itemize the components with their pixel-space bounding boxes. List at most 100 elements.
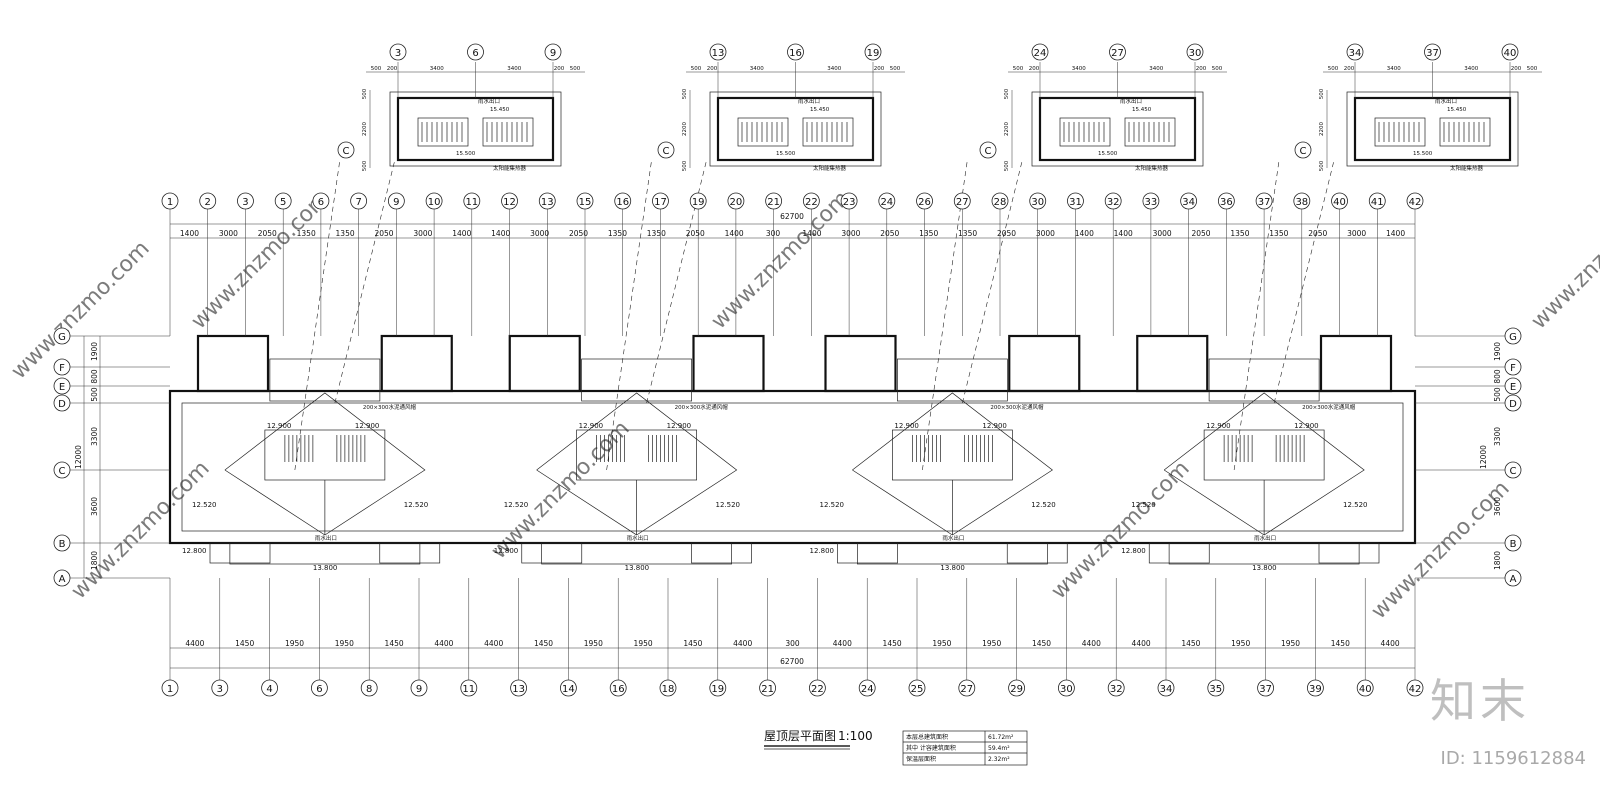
south-canopy: [541, 542, 732, 565]
detail-elev-2: 15.500: [456, 151, 476, 157]
axis-label-top: 15: [579, 197, 592, 208]
detail-axis-label: 24: [1034, 48, 1047, 59]
axis-bubble-bottom: [1307, 679, 1324, 697]
axis-label-top: 19: [692, 197, 705, 208]
detail-dim-text: 200: [1511, 66, 1522, 72]
detail-frame: [1353, 96, 1512, 162]
vent-note: 200×300水泥通风帽: [363, 403, 417, 411]
detail-axis-label: 6: [472, 48, 478, 59]
dim-text-top: 3000: [1347, 229, 1366, 238]
axis-bubble-bottom: [1356, 679, 1374, 697]
axis-label-bottom: 30: [1060, 684, 1073, 695]
leader-line: [334, 159, 396, 404]
axis-label-bottom: 37: [1259, 684, 1272, 695]
detail-dim-text: 3400: [827, 66, 841, 72]
dim-text-top: 2050: [569, 229, 588, 238]
axis-bubble-top: [312, 192, 330, 210]
south-ledge-left: [521, 542, 583, 564]
canopy-elevation: 13.800: [1252, 564, 1277, 572]
axis-label-top: 38: [1295, 197, 1308, 208]
solar-panel-left: [1059, 117, 1111, 147]
axis-bubble-bottom: [161, 679, 179, 697]
south-ledge-left: [1148, 542, 1210, 564]
axis-bubble-top: [1104, 192, 1122, 210]
detail-dim-text: 500: [890, 66, 901, 72]
axis-bubble-right: [1504, 394, 1522, 412]
axis-label-top: 42: [1409, 197, 1422, 208]
detail-axis-bubble: [1109, 43, 1126, 61]
detail-dim-text: 200: [554, 66, 565, 72]
axis-label-top: 37: [1258, 197, 1271, 208]
detail-frame-outer: [1346, 91, 1519, 167]
axis-label-right: E: [1510, 382, 1516, 393]
eave-elevation: 12.800: [810, 547, 835, 555]
axis-label-top: 34: [1182, 197, 1195, 208]
axis-label-bottom: 25: [911, 684, 924, 695]
axis-label-top: 7: [355, 197, 361, 208]
axis-bubble-bottom: [211, 679, 229, 697]
stair-elevation-left: 12.900: [894, 422, 919, 430]
axis-bubble-top: [538, 192, 556, 210]
detail-axis-bubble: [709, 43, 727, 61]
dim-text-top: 2050: [686, 229, 705, 238]
dim-text-bottom: 1450: [235, 639, 254, 648]
detail-outlet: 雨水出口: [798, 97, 820, 105]
axis-label-top: 12: [503, 197, 516, 208]
axis-bubble-top: [1029, 192, 1047, 210]
detail-side-axis-label: C: [1300, 146, 1307, 157]
detail-side-dim-text: 500: [1004, 88, 1010, 99]
axis-bubble-bottom: [1257, 679, 1274, 697]
axis-bubble-bottom: [1107, 679, 1125, 697]
roof-elevation-right: 12.520: [1343, 501, 1368, 509]
axis-bubble-top: [802, 192, 820, 210]
axis-bubble-bottom: [1008, 679, 1025, 697]
axis-label-top: 10: [428, 197, 441, 208]
dim-text-bottom: 1950: [932, 639, 951, 648]
roof-bump-left: [1136, 334, 1209, 393]
axis-bubble-bottom: [908, 679, 926, 697]
detail-dim-text: 200: [707, 66, 718, 72]
roof-bump-right: [1008, 334, 1081, 393]
canopy-elevation: 13.800: [625, 564, 650, 572]
detail-dim-text: 500: [570, 66, 581, 72]
detail-side-dim-text: 500: [682, 88, 688, 99]
dim-text-right: 3600: [1493, 497, 1502, 516]
axis-bubble-bottom: [310, 679, 328, 697]
axis-bubble-bottom: [510, 679, 527, 697]
axis-label-bottom: 4: [266, 684, 272, 695]
south-canopy: [857, 542, 1048, 565]
axis-label-left: B: [59, 539, 66, 550]
axis-bubble-bottom: [958, 679, 976, 697]
axis-label-top: 16: [616, 197, 629, 208]
leader-line: [1233, 159, 1280, 471]
roof-outline: [168, 389, 1417, 545]
axis-label-bottom: 22: [811, 684, 824, 695]
axis-bubble-bottom: [560, 679, 577, 697]
detail-elev-2: 15.500: [1413, 151, 1433, 157]
axis-label-top: 28: [994, 197, 1007, 208]
axis-label-bottom: 39: [1309, 684, 1322, 695]
axis-label-top: 36: [1220, 197, 1233, 208]
canopy-elevation: 13.800: [313, 564, 338, 572]
axis-bubble-left: [53, 569, 71, 587]
south-ledge-right: [1006, 542, 1068, 564]
axis-label-left: C: [59, 466, 66, 477]
axis-label-right: B: [1510, 539, 1517, 550]
axis-bubble-left: [53, 377, 71, 395]
axis-bubble-top: [878, 192, 896, 210]
area-value-1: 61.72m²: [988, 734, 1014, 741]
dim-text-left: 1800: [90, 551, 99, 570]
stair-elevation-right: 12.900: [667, 422, 692, 430]
dim-text-top: 1350: [336, 229, 355, 238]
dim-text-left: 800: [90, 369, 99, 384]
detail-axis-label: 30: [1189, 48, 1202, 59]
leader-line: [1273, 159, 1335, 404]
axis-bubble-left: [53, 461, 71, 479]
area-label-3: 保温层面积: [906, 755, 936, 763]
axis-bubble-top: [199, 192, 217, 210]
axis-bubble-left: [53, 534, 71, 552]
watermark-text: www.znzmo.com: [1047, 456, 1195, 604]
axis-label-bottom: 11: [462, 684, 475, 695]
axis-label-bottom: 14: [562, 684, 575, 695]
stair-hall: [264, 429, 386, 481]
